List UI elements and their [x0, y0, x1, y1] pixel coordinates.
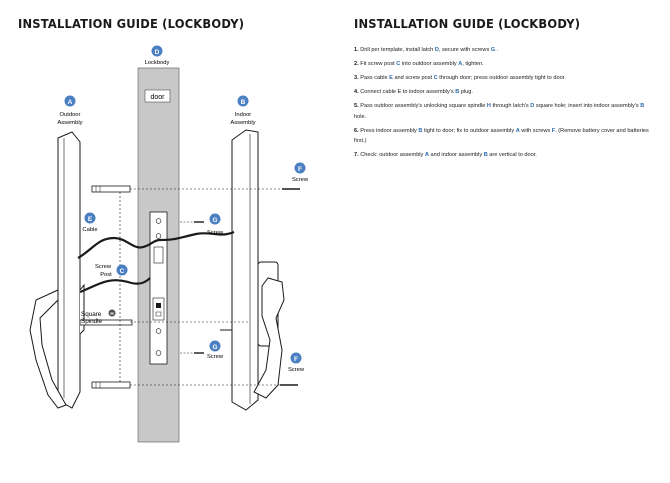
step-part-letter: A: [424, 151, 429, 158]
step-part-letter: F: [551, 127, 556, 134]
step-number: 3.: [354, 75, 359, 82]
cable-e-lower: [79, 277, 151, 294]
label-lockbody: Lockbody: [145, 60, 170, 66]
step-text: .: [495, 47, 499, 53]
alignment-lines: [119, 188, 290, 386]
svg-text:D: D: [155, 49, 160, 56]
label-screw-g-bottom: Screw: [207, 354, 224, 360]
step-number: 5.: [354, 103, 359, 110]
door-label: door: [150, 94, 165, 101]
step-text: , tighten.: [462, 61, 484, 68]
step-text: Pass outdoor assembly's unlocking square…: [358, 103, 487, 110]
right-title: INSTALLATION GUIDE (LOCKBODY): [354, 16, 581, 31]
svg-text:C: C: [120, 268, 125, 275]
screw-post-top: [91, 185, 131, 193]
badge-d: D Lockbody: [145, 45, 170, 66]
label-square: Square: [81, 311, 102, 318]
left-title: INSTALLATION GUIDE (LOCKBODY): [18, 16, 245, 31]
badge-a: A Outdoor Assembly: [57, 95, 83, 126]
label-screw-g-top: Screw: [207, 230, 224, 236]
svg-text:F: F: [298, 166, 302, 173]
badge-h: Square Spindle H: [81, 309, 116, 325]
step-text: , secure with screws: [438, 47, 491, 53]
step-part-letter: E: [389, 75, 393, 82]
installation-steps: 1. Drill per template, install latch D, …: [354, 45, 654, 164]
label-screw-f-bottom: Screw: [288, 367, 305, 373]
label-spindle: Spindle: [81, 318, 103, 325]
step-text: hole.: [354, 113, 367, 120]
badge-e: E Cable: [82, 212, 98, 233]
step-text: plug.: [459, 89, 473, 96]
label-screw-f-top: Screw: [292, 177, 309, 183]
step-text: Press indoor assembly: [358, 127, 419, 134]
label-indoor: Indoor: [235, 112, 252, 118]
step-text: through door; press outdoor assembly tig…: [437, 75, 566, 82]
svg-text:G: G: [212, 217, 217, 224]
step-text: tight to door; fix to outdoor assembly: [422, 127, 516, 134]
step-4: 4. Connect cable E to indoor assembly's …: [354, 87, 654, 97]
step-part-letter: A: [515, 127, 520, 134]
label-outdoor: Outdoor: [60, 112, 81, 118]
cable-e: [77, 230, 235, 259]
step-part-letter: H: [486, 103, 491, 110]
step-part-letter: B: [455, 89, 460, 96]
step-text: with screws: [519, 127, 552, 134]
step-text: Connect cable E to indoor assembly's: [358, 89, 456, 96]
door-label-box: [144, 89, 171, 103]
step-text: square hole; insert into indoor assembly…: [534, 103, 641, 110]
svg-text:A: A: [68, 99, 73, 106]
step-text: through latch's: [490, 103, 531, 110]
step-part-letter: B: [418, 127, 423, 134]
step-5: 5. Pass outdoor assembly's unlocking squ…: [354, 101, 654, 121]
badge-c: Screw Post C: [95, 264, 128, 278]
step-number: 1.: [354, 47, 359, 53]
svg-text:E: E: [88, 216, 93, 223]
badge-g-bottom: G Screw: [207, 340, 224, 360]
step-part-letter: C: [433, 75, 438, 82]
step-text: Pass cable: [358, 75, 390, 82]
outdoor-assembly-drawing: [29, 131, 133, 409]
step-text: are vertical to door.: [487, 151, 537, 158]
label-post: Post: [100, 272, 112, 278]
badge-g-top: G Screw: [207, 213, 224, 236]
step-number: 2.: [354, 61, 359, 68]
badge-f-top: F Screw: [292, 162, 309, 183]
lockbody-latch: [149, 211, 168, 365]
step-text: Fit screw post: [358, 61, 397, 68]
step-2: 2. Fit screw post C into outdoor assembl…: [354, 59, 654, 69]
svg-text:H: H: [110, 311, 114, 316]
step-text: Drill per template, install latch: [358, 47, 435, 53]
svg-text:G: G: [212, 344, 217, 351]
step-1: 1. Drill per template, install latch D, …: [354, 45, 654, 55]
label-cable: Cable: [82, 227, 97, 233]
screw-post-bottom: [91, 381, 131, 389]
step-text: and indoor assembly: [428, 151, 484, 158]
svg-text:F: F: [294, 356, 298, 363]
label-indoor-assembly: Assembly: [230, 120, 255, 126]
step-part-letter: A: [458, 61, 463, 68]
step-part-letter: G: [490, 47, 496, 53]
step-part-letter: D: [434, 47, 439, 53]
step-text: . (Remove battery cover and batteries fi…: [354, 127, 649, 144]
step-number: 4.: [354, 89, 359, 96]
badge-f-bottom: F Screw: [288, 352, 305, 373]
step-number: 6.: [354, 127, 359, 134]
label-outdoor-assembly: Assembly: [57, 120, 82, 126]
step-part-letter: B: [483, 151, 488, 158]
step-number: 7.: [354, 151, 359, 158]
step-text: Check: outdoor assembly: [358, 151, 425, 158]
step-text: and screw post: [392, 75, 434, 82]
step-part-letter: C: [396, 61, 401, 68]
step-6: 6. Press indoor assembly B tight to door…: [354, 126, 654, 146]
step-part-letter: D: [530, 103, 535, 110]
step-3: 3. Pass cable E and screw post C through…: [354, 73, 654, 83]
indoor-assembly-drawing: [220, 129, 285, 411]
label-screw: Screw: [95, 264, 112, 270]
step-7: 7. Check: outdoor assembly A and indoor …: [354, 150, 654, 160]
step-part-letter: B: [640, 103, 645, 110]
svg-text:B: B: [241, 99, 246, 106]
step-text: into outdoor assembly: [400, 61, 459, 68]
badge-b: B Indoor Assembly: [230, 95, 256, 126]
